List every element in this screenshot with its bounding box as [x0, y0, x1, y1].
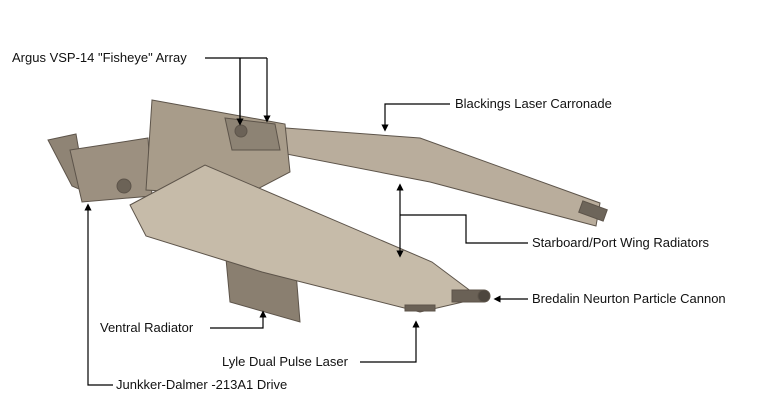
label-pulse-laser: Lyle Dual Pulse Laser	[222, 354, 348, 369]
spaceship	[47, 99, 608, 323]
fisheye-array	[234, 124, 248, 138]
starboard-wing-boom	[271, 126, 601, 227]
label-fisheye-array: Argus VSP-14 "Fisheye" Array	[12, 50, 187, 65]
boom-cannon	[578, 200, 608, 222]
label-ventral-radiator: Ventral Radiator	[100, 320, 194, 335]
label-drive: Junkker-Dalmer -213A1 Drive	[116, 377, 288, 392]
drive-nozzle	[116, 178, 132, 194]
callout-lines	[84, 57, 528, 386]
cannon-muzzle	[477, 289, 491, 303]
pulse-laser	[404, 304, 436, 312]
main-wing	[129, 164, 482, 313]
label-laser-carronade: Blackings Laser Carronade	[455, 96, 612, 111]
label-particle-cannon: Bredalin Neurton Particle Cannon	[532, 291, 726, 306]
label-wing-radiators: Starboard/Port Wing Radiators	[532, 235, 710, 250]
drive-block	[69, 137, 153, 203]
